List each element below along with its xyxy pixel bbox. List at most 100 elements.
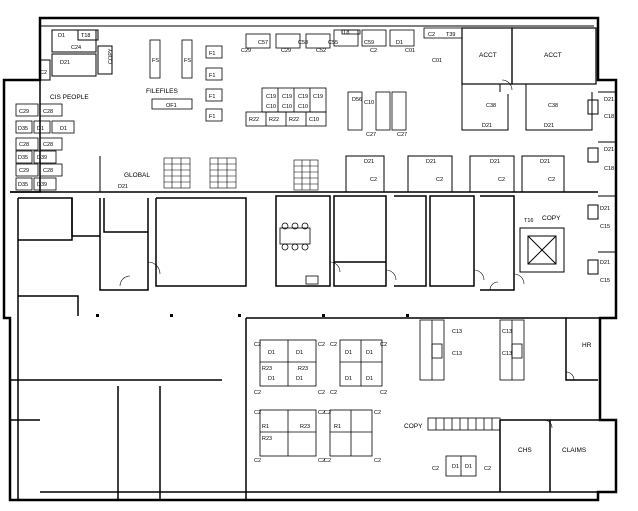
code-label: D35 — [18, 182, 28, 188]
code-label: C2 — [330, 390, 337, 396]
code-label: D35 — [18, 155, 28, 161]
code-label: C01 — [405, 48, 415, 54]
room-label-acct: ACCT — [544, 52, 562, 59]
code-label: D21 — [600, 206, 610, 212]
code-label: D1 — [296, 350, 303, 356]
bottom-pod-1 — [259, 339, 383, 457]
code-label: F1 — [209, 114, 215, 120]
code-label: C2 — [428, 32, 435, 38]
code-label: C29 — [281, 48, 291, 54]
code-label: D1 — [60, 126, 67, 132]
code-label: C10 — [266, 104, 276, 110]
code-label: C27 — [366, 132, 376, 138]
center-cluster-labels: C19 C19 C19 C19 C10 C10 C10 R22 R22 R22 … — [249, 94, 323, 123]
code-label: C2 — [324, 410, 331, 416]
code-label: D21 — [426, 159, 436, 165]
code-label: C2 — [40, 70, 47, 76]
code-label: D21 — [490, 159, 500, 165]
room-label-acct: ACCT — [479, 52, 497, 59]
code-label: D1 — [366, 376, 373, 382]
elevator-shaft — [519, 227, 565, 273]
code-label: T18 — [81, 33, 90, 39]
room-label-chs: CHS — [518, 447, 532, 454]
code-label: D1 — [58, 33, 65, 39]
code-label: D39 — [37, 155, 47, 161]
code-label: C2 — [374, 410, 381, 416]
d56-labels: D56 C10 C27 C27 — [352, 97, 407, 138]
small-meeting-room — [279, 222, 319, 285]
room-label-cis-people: CIS PEOPLE — [50, 94, 89, 101]
code-label: C10 — [282, 104, 292, 110]
right-edge-offices — [587, 91, 616, 275]
code-label: C2 — [380, 390, 387, 396]
column-markers — [96, 314, 409, 317]
code-label: D39 — [37, 182, 47, 188]
code-label: C10 — [364, 100, 374, 106]
code-label: C10 — [298, 104, 308, 110]
code-label: D21 — [600, 260, 610, 266]
code-label: D35 — [18, 126, 28, 132]
code-label: C18 — [604, 166, 614, 172]
code-label: C58 — [298, 40, 308, 46]
code-label: C2 — [254, 410, 261, 416]
code-label: C59 — [364, 40, 374, 46]
interior-walls — [10, 191, 600, 501]
right-edge-labels: D21 C18 D21 C18 D21 C15 D21 C15 — [600, 97, 614, 284]
code-label: C55 — [328, 40, 338, 46]
code-label: D21 — [482, 123, 492, 129]
code-label: R1 — [262, 424, 269, 430]
room-label-global: GLOBAL — [124, 172, 150, 179]
code-label: C2 — [324, 458, 331, 464]
code-label: F1 — [209, 94, 215, 100]
acct-offices — [461, 27, 597, 131]
code-label: D1 — [396, 40, 403, 46]
copy-row — [427, 417, 501, 477]
code-label: C2 — [318, 458, 325, 464]
code-label: C19 — [266, 94, 276, 100]
top-left-labels: D1 T18 C24 D21 C2 COPY — [40, 33, 114, 76]
code-label: D21 — [604, 97, 614, 103]
code-label: C15 — [600, 278, 610, 284]
code-label: FS — [152, 58, 159, 64]
code-label: D21 — [118, 184, 128, 190]
code-label: C2 — [370, 177, 377, 183]
code-label: C13 — [452, 351, 462, 357]
code-label: D1 — [366, 350, 373, 356]
top-cubicle-labels: C57 C29 C58 C29 C55 C52 T8 C59 C2 D1 C01… — [241, 30, 455, 64]
code-label: D1 — [296, 376, 303, 382]
code-label: C18 — [604, 114, 614, 120]
top-left-offices — [39, 29, 113, 81]
code-label: C19 — [313, 94, 323, 100]
code-label: C2 — [548, 177, 555, 183]
code-label: T8 — [343, 30, 349, 36]
code-label: C29 — [19, 168, 29, 174]
code-label: R23 — [298, 366, 308, 372]
code-label: C2 — [254, 342, 261, 348]
code-label: C2 — [254, 390, 261, 396]
code-label: C38 — [548, 103, 558, 109]
code-label: T39 — [446, 32, 455, 38]
code-label: C19 — [282, 94, 292, 100]
code-label: D21 — [364, 159, 374, 165]
code-label: C2 — [254, 458, 261, 464]
code-label: C27 — [397, 132, 407, 138]
code-label: FS — [184, 58, 191, 64]
room-label-claims: CLAIMS — [562, 447, 587, 454]
code-label: D1 — [37, 126, 44, 132]
code-label: D21 — [604, 147, 614, 153]
code-label: C01 — [432, 58, 442, 64]
code-label: D21 — [60, 60, 70, 66]
code-label: C28 — [19, 142, 29, 148]
copy-row-labels: COPY D1 D1 C2 C2 — [404, 423, 491, 472]
room-label-copy: COPY — [404, 423, 423, 430]
code-label: R22 — [289, 117, 299, 123]
room-label-copy: COPY — [542, 215, 561, 222]
code-label: C13 — [502, 351, 512, 357]
code-label: F1 — [209, 73, 215, 79]
door-swings — [119, 79, 575, 429]
code-label: C24 — [71, 45, 81, 51]
code-label: C15 — [600, 224, 610, 230]
code-label: C2 — [436, 177, 443, 183]
acct-labels: ACCT ACCT C38 C38 D21 D21 — [479, 52, 562, 129]
